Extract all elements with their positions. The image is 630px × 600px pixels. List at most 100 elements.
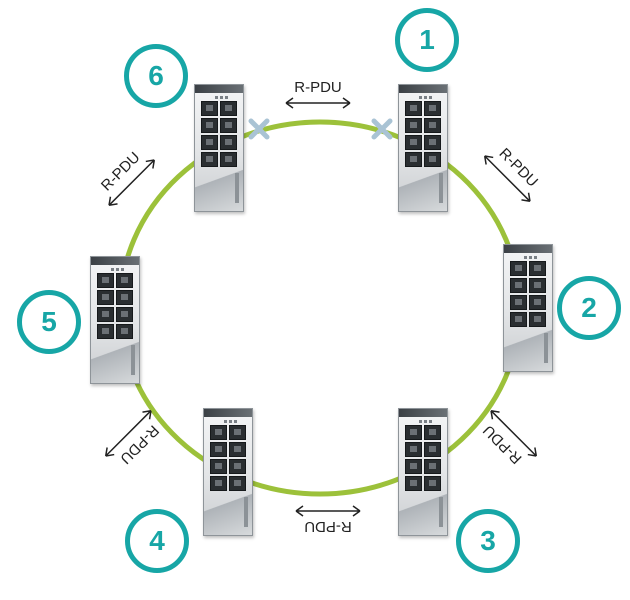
blocked-port-icon <box>371 118 393 140</box>
switch-top-bar <box>91 257 139 265</box>
status-leds <box>419 96 433 99</box>
model-label-strip <box>439 173 443 203</box>
ethernet-port-icon <box>424 442 441 457</box>
ethernet-port-icon <box>210 442 227 457</box>
ethernet-port-icon <box>424 101 441 116</box>
port-row <box>210 425 248 440</box>
status-leds <box>224 420 238 423</box>
node-number: 1 <box>419 24 435 55</box>
r-pdu-link-4-5: R-PDU <box>98 403 170 475</box>
ethernet-port-icon <box>405 425 422 440</box>
port-row <box>405 118 443 133</box>
double-arrow-icon <box>108 159 156 207</box>
port-row <box>510 261 548 276</box>
ethernet-port-icon <box>529 261 546 276</box>
double-arrow-icon <box>104 409 152 457</box>
model-label-strip <box>439 497 443 527</box>
ethernet-port-icon <box>97 273 114 288</box>
ethernet-port-icon <box>405 135 422 150</box>
node-number: 4 <box>149 525 165 556</box>
ethernet-port-icon <box>220 135 237 150</box>
ethernet-port-icon <box>116 273 133 288</box>
ethernet-port-icon <box>210 425 227 440</box>
r-pdu-link-1-2: R-PDU <box>477 137 549 209</box>
port-row <box>201 101 239 116</box>
ethernet-port-icon <box>424 118 441 133</box>
node-badge-6: 6 <box>124 44 188 108</box>
r-pdu-label: R-PDU <box>304 518 352 535</box>
node-badge-3: 3 <box>456 509 520 573</box>
ethernet-port-icon <box>116 307 133 322</box>
port-row <box>210 442 248 457</box>
switch-2 <box>503 244 553 372</box>
switch-top-bar <box>204 409 252 417</box>
switch-6 <box>194 84 244 212</box>
ethernet-port-icon <box>405 101 422 116</box>
ethernet-port-icon <box>201 135 218 150</box>
port-row <box>405 459 443 474</box>
ethernet-port-icon <box>510 278 527 293</box>
port-row <box>201 135 239 150</box>
ethernet-port-icon <box>201 118 218 133</box>
model-label-strip <box>235 173 239 203</box>
port-row <box>201 118 239 133</box>
port-row <box>405 101 443 116</box>
double-arrow-icon <box>490 409 538 457</box>
switch-4 <box>203 408 253 536</box>
node-number: 3 <box>480 525 496 556</box>
node-badge-2: 2 <box>557 276 621 340</box>
port-row <box>405 425 443 440</box>
port-row <box>510 278 548 293</box>
ethernet-port-icon <box>405 459 422 474</box>
switch-1 <box>398 84 448 212</box>
switch-top-bar <box>399 409 447 417</box>
switch-3 <box>398 408 448 536</box>
ethernet-port-icon <box>220 118 237 133</box>
status-leds <box>524 256 538 259</box>
switch-top-bar <box>195 85 243 93</box>
model-label-strip <box>544 333 548 363</box>
port-row <box>210 459 248 474</box>
node-number: 2 <box>581 292 597 323</box>
port-row <box>97 290 135 305</box>
ethernet-port-icon <box>424 459 441 474</box>
switch-5 <box>90 256 140 384</box>
ethernet-port-icon <box>510 261 527 276</box>
r-pdu-link-3-4: R-PDU <box>292 504 364 535</box>
r-pdu-link-6-1: R-PDU <box>282 80 354 110</box>
ethernet-port-icon <box>220 101 237 116</box>
ethernet-port-icon <box>529 278 546 293</box>
status-leds <box>419 420 433 423</box>
ethernet-port-icon <box>405 442 422 457</box>
ethernet-port-icon <box>97 290 114 305</box>
switch-top-bar <box>504 245 552 253</box>
double-arrow-icon <box>483 155 531 203</box>
ethernet-port-icon <box>424 425 441 440</box>
ethernet-port-icon <box>201 101 218 116</box>
r-pdu-link-2-3: R-PDU <box>472 403 544 475</box>
node-number: 6 <box>148 60 164 91</box>
model-label-strip <box>131 345 135 375</box>
r-pdu-label: R-PDU <box>294 79 342 96</box>
port-row <box>97 307 135 322</box>
node-badge-1: 1 <box>395 8 459 72</box>
double-arrow-icon <box>295 505 361 517</box>
ethernet-port-icon <box>229 459 246 474</box>
ethernet-port-icon <box>405 118 422 133</box>
ethernet-port-icon <box>210 459 227 474</box>
ethernet-port-icon <box>229 425 246 440</box>
port-row <box>405 135 443 150</box>
blocked-port-icon <box>248 118 270 140</box>
ring-line <box>117 119 523 497</box>
switch-top-bar <box>399 85 447 93</box>
ethernet-port-icon <box>529 295 546 310</box>
ethernet-port-icon <box>510 295 527 310</box>
ethernet-port-icon <box>97 307 114 322</box>
r-pdu-link-5-6: R-PDU <box>90 141 162 213</box>
node-badge-5: 5 <box>17 290 81 354</box>
status-leds <box>111 268 125 271</box>
ethernet-port-icon <box>424 135 441 150</box>
port-row <box>405 442 443 457</box>
double-arrow-icon <box>285 97 351 109</box>
